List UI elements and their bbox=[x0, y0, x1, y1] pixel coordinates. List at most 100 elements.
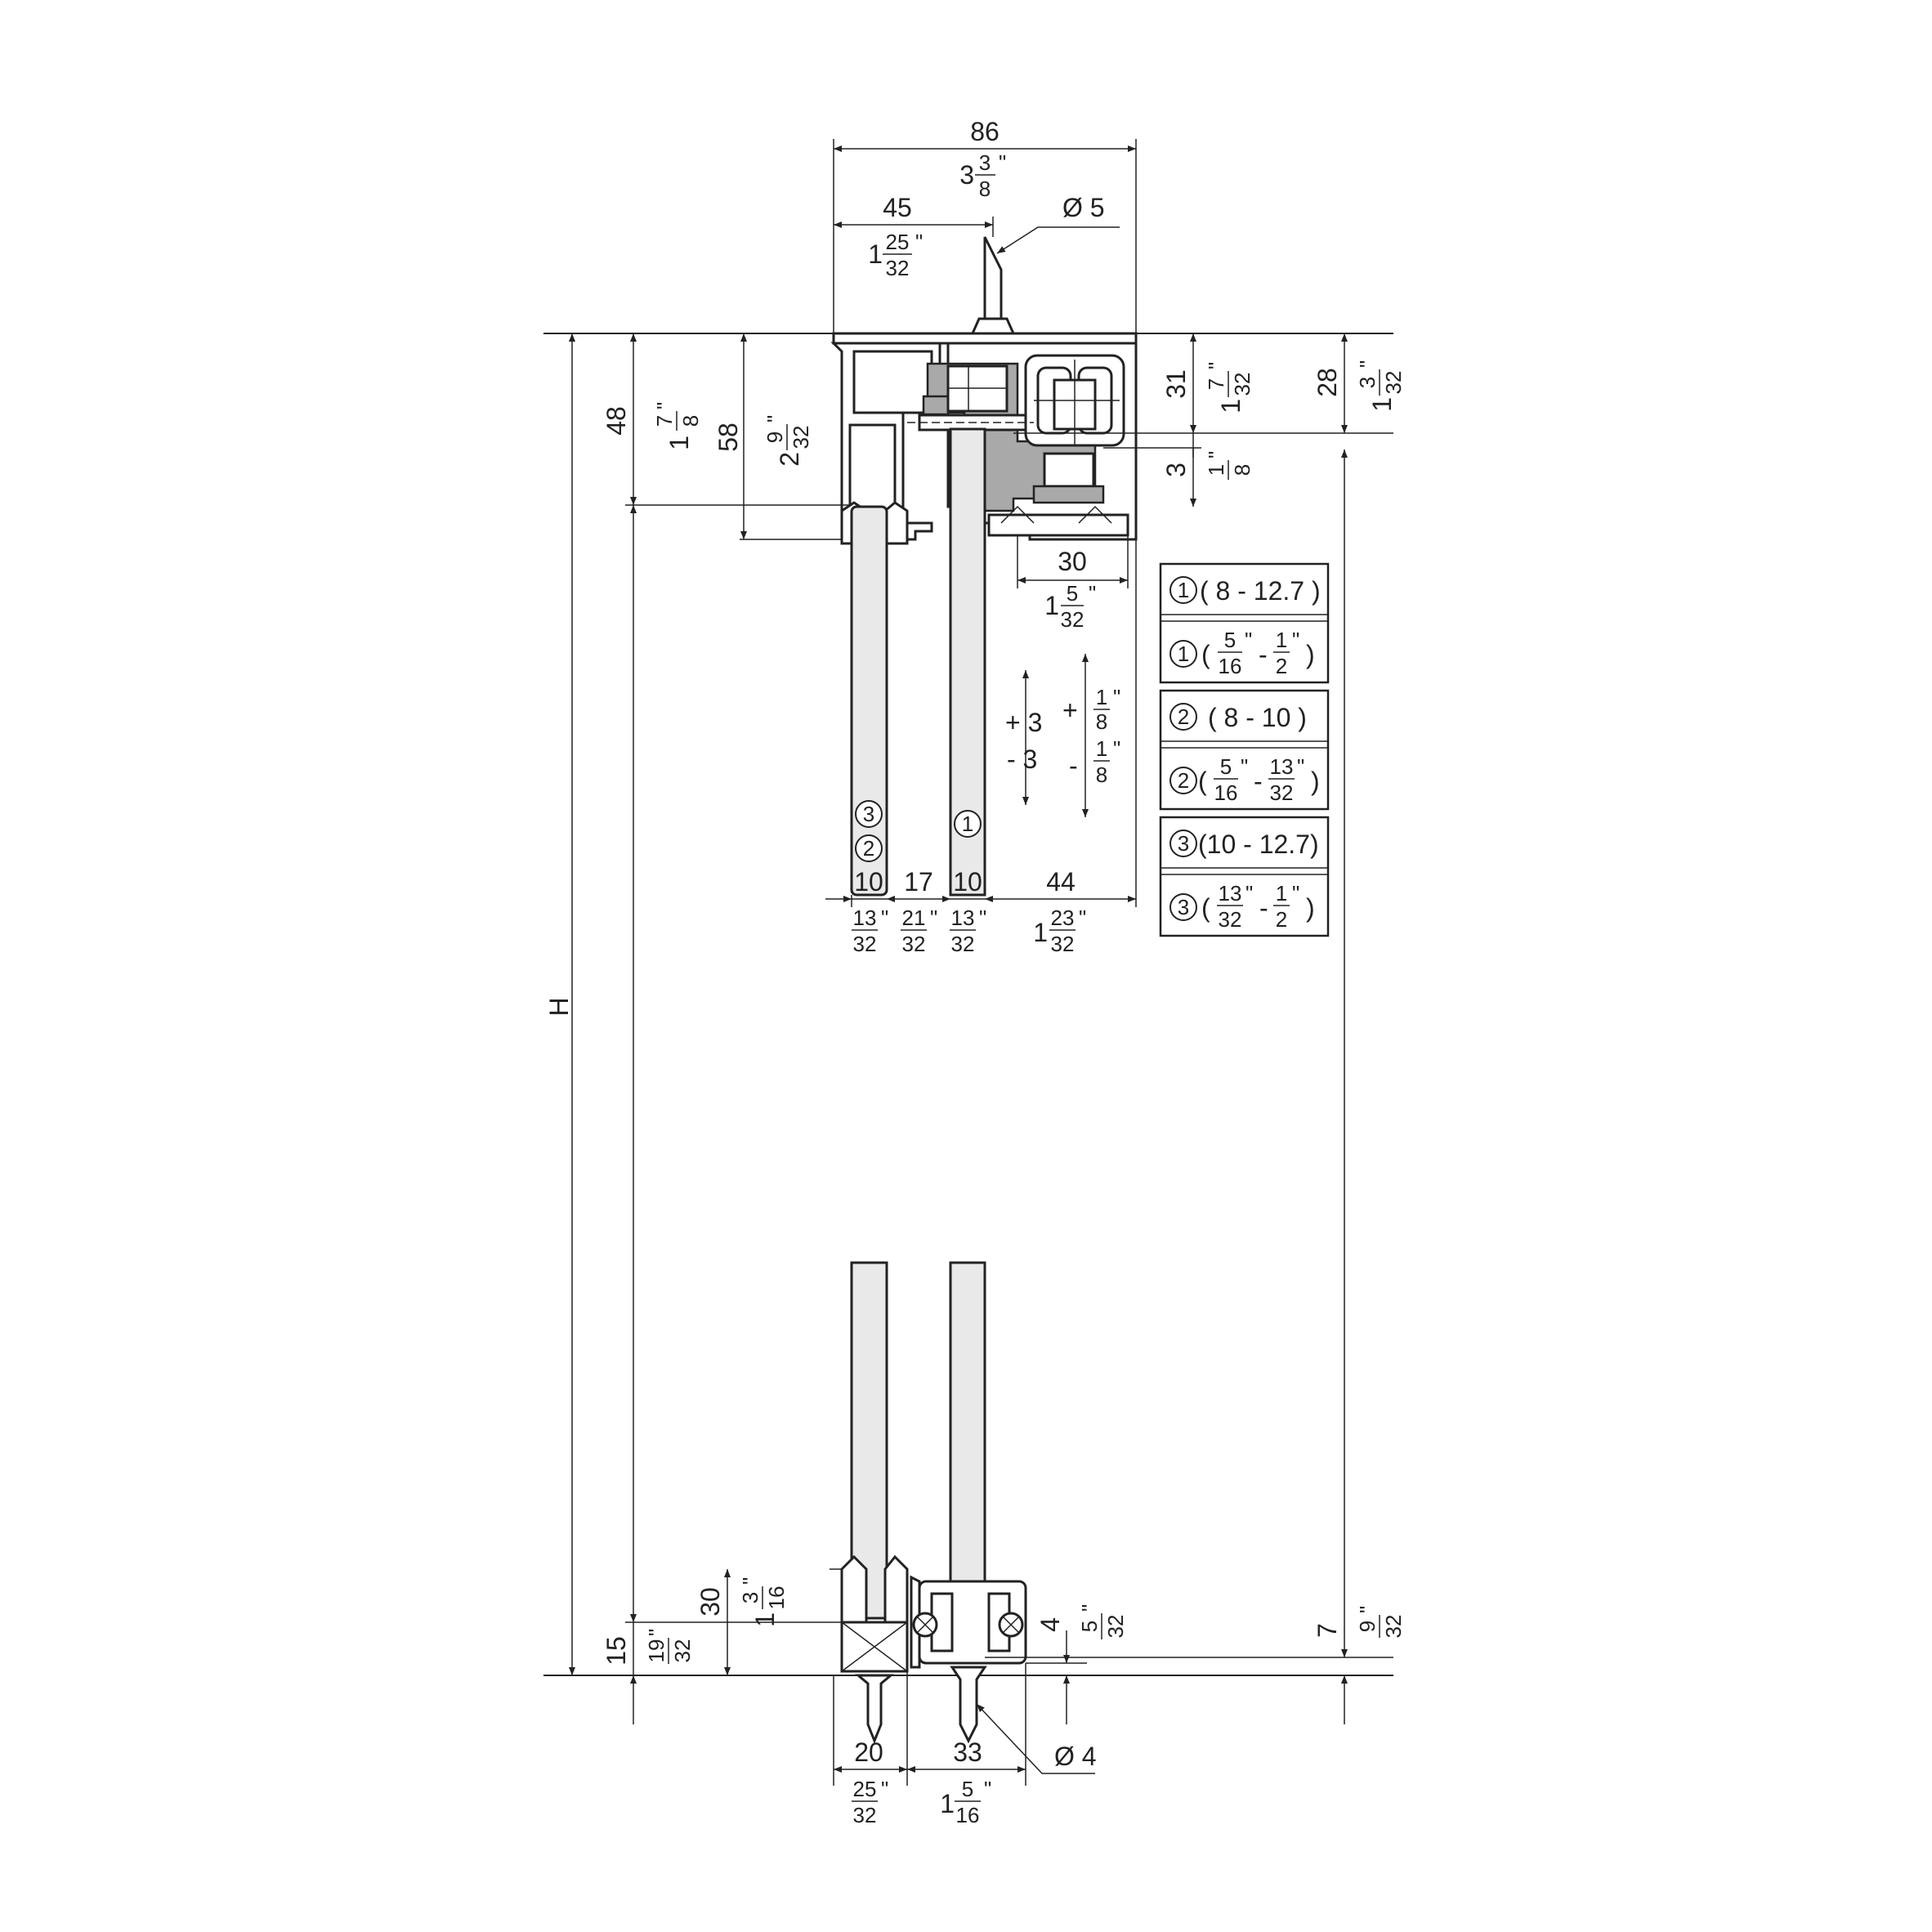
dim-45-in-whole: 1 bbox=[868, 239, 883, 269]
dim-row-10b-in-num: 13 bbox=[951, 906, 975, 930]
dim-bottom-20-in-den: 32 bbox=[853, 1803, 877, 1827]
legend-1-mm-num: 1 bbox=[1178, 578, 1189, 602]
dim-86-in-num: 3 bbox=[979, 150, 991, 175]
dim-bottom-15-in-den: 32 bbox=[670, 1639, 695, 1663]
dim-bottom-7-in-unit: " bbox=[1355, 1606, 1380, 1613]
panel-marker-2: 2 bbox=[863, 836, 874, 861]
dim-48-in-num: 7 bbox=[652, 415, 677, 427]
dim-height: H bbox=[544, 997, 574, 1016]
dim-bottom-15-in-unit: " bbox=[644, 1629, 669, 1636]
adj-minus-in-den: 8 bbox=[1096, 763, 1107, 787]
legend-3-in-sep: - bbox=[1259, 893, 1268, 923]
dim-rail-30: 30 bbox=[1058, 547, 1087, 576]
legend-1-in-a-den: 16 bbox=[1219, 654, 1242, 678]
legend-2-in-close: ) bbox=[1311, 767, 1320, 796]
dim-rail-30-in-den: 32 bbox=[1061, 607, 1085, 632]
legend-1-in-close: ) bbox=[1306, 640, 1315, 669]
legend-3-in-open: ( bbox=[1201, 893, 1210, 923]
legend-2-mm-num: 2 bbox=[1178, 704, 1189, 729]
dim-bottom-4-in-num: 5 bbox=[1077, 1621, 1102, 1632]
dim-58-in-unit: " bbox=[763, 415, 787, 423]
legend-1-in-a-unit: " bbox=[1245, 628, 1252, 652]
adj-plus-mm: + 3 bbox=[1005, 708, 1042, 737]
dim-31-in-whole: 1 bbox=[1216, 399, 1246, 414]
legend-1-in-sep: - bbox=[1259, 640, 1268, 669]
dim-row-10a-in-num: 13 bbox=[853, 906, 877, 930]
dim-rail-30-in-unit: " bbox=[1089, 581, 1096, 606]
dim-58-in-den: 32 bbox=[789, 426, 813, 449]
dim-bottom-15: 15 bbox=[602, 1636, 631, 1666]
dim-45-in-num: 25 bbox=[886, 230, 910, 254]
dim-3: 3 bbox=[1161, 463, 1191, 477]
dim-45-in-den: 32 bbox=[886, 256, 910, 280]
legend-3-mm-range: (10 - 12.7) bbox=[1198, 830, 1319, 859]
dim-rail-30-in-num: 5 bbox=[1067, 581, 1078, 606]
dim-58-in-num: 9 bbox=[763, 432, 787, 443]
dim-row-10a-in-unit: " bbox=[881, 906, 888, 930]
dim-bottom-20: 20 bbox=[854, 1737, 883, 1767]
roller-carriage bbox=[907, 354, 1125, 512]
dim-row-17-in-den: 32 bbox=[902, 932, 926, 956]
dim-row-17-in-unit: " bbox=[930, 906, 937, 930]
legend-2-in-a-unit: " bbox=[1241, 754, 1248, 779]
dim-28: 28 bbox=[1313, 368, 1342, 397]
dim-bottom-15-in-num: 19 bbox=[644, 1639, 669, 1663]
door-panel-left-top bbox=[850, 505, 888, 897]
dim-86-in-whole: 3 bbox=[959, 160, 974, 190]
legend-2-in-b-den: 32 bbox=[1270, 780, 1294, 805]
dim-bottom-33-in-num: 5 bbox=[962, 1777, 973, 1801]
dim-bottom-30-in-whole: 1 bbox=[750, 1612, 780, 1627]
dim-31-in-num: 7 bbox=[1204, 378, 1228, 390]
dim-86: 86 bbox=[970, 117, 1000, 146]
dim-bottom-20-in-unit: " bbox=[881, 1777, 888, 1801]
legend-3-in-b-unit: " bbox=[1292, 881, 1299, 906]
dim-28-in-unit: " bbox=[1355, 360, 1380, 368]
dim-bottom-4-in-den: 32 bbox=[1103, 1615, 1128, 1639]
legend-2-in-open: ( bbox=[1198, 767, 1207, 796]
dim-bottom-4: 4 bbox=[1035, 1617, 1065, 1632]
dim-row-44-in-den: 32 bbox=[1051, 932, 1075, 956]
dim-3-in-den: 8 bbox=[1230, 464, 1254, 476]
legend-2-in-a-num: 5 bbox=[1220, 754, 1232, 779]
dim-screw-top-dia: Ø 5 bbox=[1062, 193, 1105, 222]
legend-3-in-a-num: 13 bbox=[1219, 881, 1242, 906]
dim-48-in-den: 8 bbox=[678, 415, 703, 427]
dim-row-10b-in-unit: " bbox=[979, 906, 986, 930]
extension-lines bbox=[625, 139, 1393, 1786]
legend-2-in-a-den: 16 bbox=[1214, 780, 1238, 805]
top-screw bbox=[968, 236, 1017, 335]
dimension-labels: 86 3 3 8 " 45 1 25 32 " Ø 5 H 48 1 7 8 "… bbox=[544, 117, 1406, 1827]
dim-row-10a: 10 bbox=[854, 867, 883, 897]
dim-bottom-30-in-unit: " bbox=[738, 1577, 763, 1585]
dim-bottom-7: 7 bbox=[1313, 1623, 1342, 1638]
dim-bottom-4-in-unit: " bbox=[1077, 1604, 1102, 1612]
dim-28-in-den: 32 bbox=[1381, 371, 1406, 395]
legend-2-in-sep: - bbox=[1254, 767, 1263, 796]
adj-plus-in-num: 1 bbox=[1096, 685, 1107, 709]
dim-row-10b: 10 bbox=[953, 867, 982, 897]
dim-row-17: 17 bbox=[904, 867, 933, 897]
adj-plus-in-den: 8 bbox=[1096, 709, 1107, 734]
bottom-guide-right bbox=[910, 1575, 1027, 1669]
dim-3-in-unit: " bbox=[1204, 451, 1228, 458]
adj-plus-in-sign: + bbox=[1062, 695, 1078, 725]
dim-45: 45 bbox=[883, 193, 912, 222]
dim-rail-30-in-whole: 1 bbox=[1044, 591, 1059, 620]
dim-31-in-unit: " bbox=[1204, 362, 1228, 369]
dim-bottom-7-in-num: 9 bbox=[1355, 1621, 1380, 1632]
legend-1-in-b-unit: " bbox=[1292, 628, 1299, 652]
dim-bottom-33-in-whole: 1 bbox=[940, 1789, 955, 1818]
dim-45-in-unit: " bbox=[915, 230, 923, 254]
legend-3-in-close: ) bbox=[1306, 893, 1315, 923]
dim-bottom-30: 30 bbox=[695, 1587, 725, 1617]
dim-31-in-den: 32 bbox=[1230, 373, 1254, 396]
legend-1-mm-range: ( 8 - 12.7 ) bbox=[1200, 576, 1321, 606]
dim-86-in-unit: " bbox=[999, 150, 1006, 175]
bottom-screw-left bbox=[854, 1674, 895, 1745]
legend-3-mm-num: 3 bbox=[1178, 831, 1189, 856]
dim-58-in-whole: 2 bbox=[775, 452, 804, 467]
adj-minus-in-sign: - bbox=[1069, 751, 1078, 780]
dim-bottom-30-in-num: 3 bbox=[738, 1592, 763, 1603]
legend-1-in-open: ( bbox=[1201, 640, 1210, 669]
